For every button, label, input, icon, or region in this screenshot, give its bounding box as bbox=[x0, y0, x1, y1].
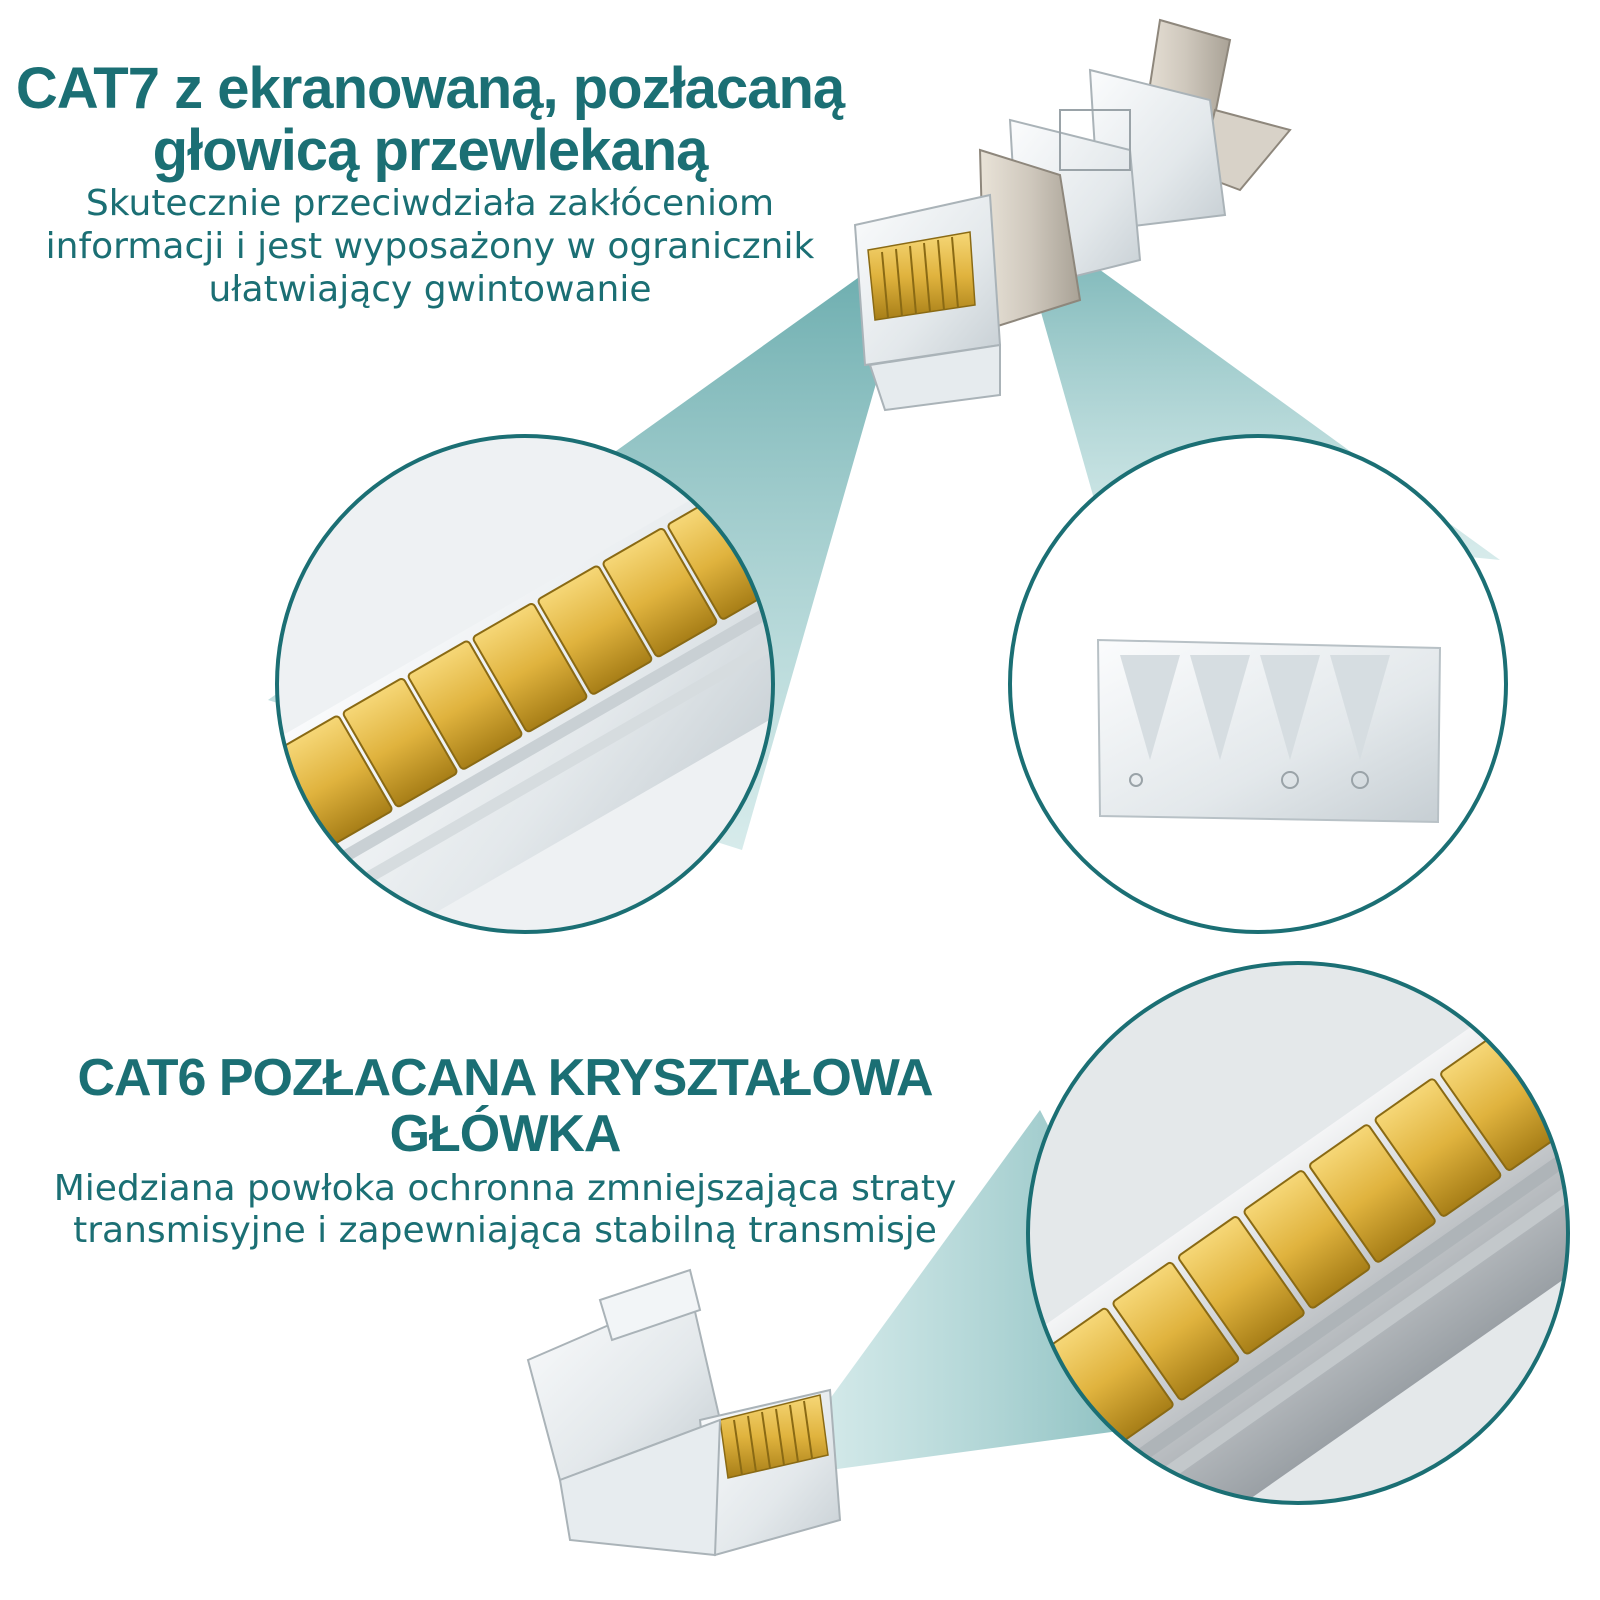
cat7-description: Skutecznie przeciwdziała zakłóceniom inf… bbox=[45, 183, 815, 310]
cat7-heading: CAT7 z ekranowaną, pozłacaną głowicą prz… bbox=[15, 56, 845, 183]
cat7-zoom-limiter bbox=[1008, 434, 1508, 934]
cat6-zoom-contacts bbox=[1026, 961, 1570, 1505]
cat7-zoom-contacts bbox=[275, 434, 775, 934]
cat6-description: Miedziana powłoka ochronna zmniejszająca… bbox=[53, 1168, 957, 1251]
cat6-heading: CAT6 POZŁACANA KRYSZTAŁOWA GŁÓWKA bbox=[77, 1049, 933, 1163]
crystal-rj45-plug bbox=[526, 1268, 842, 1557]
shielded-rj45-plug bbox=[853, 18, 1292, 412]
